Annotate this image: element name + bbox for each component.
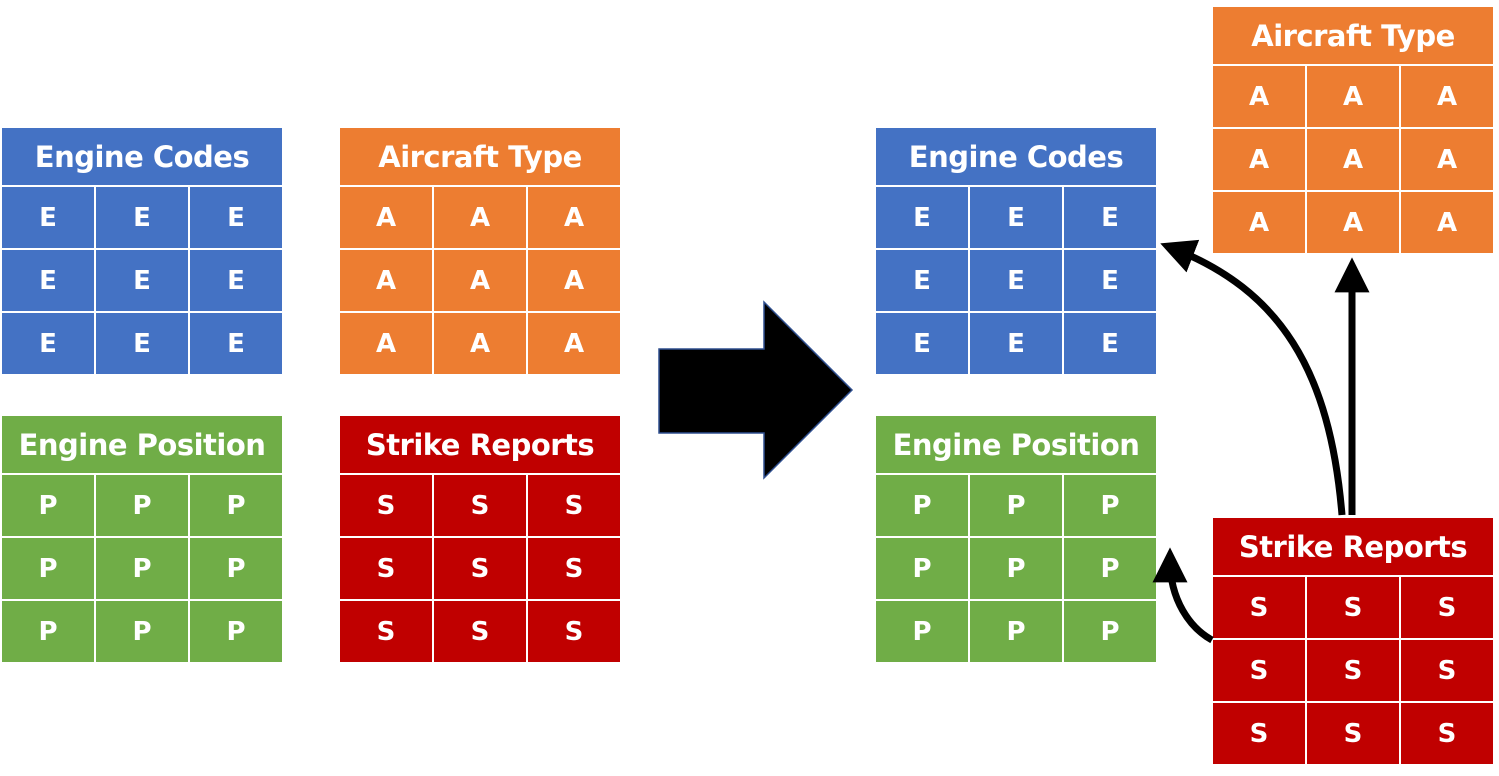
table-cell: E — [1064, 313, 1156, 374]
table-cell: P — [96, 475, 188, 536]
arrow-to-engine-position — [1152, 547, 1214, 644]
table-cell: S — [1213, 703, 1305, 764]
table-cell: E — [190, 187, 282, 248]
table-cell: S — [340, 538, 432, 599]
table-cell: P — [2, 475, 94, 536]
table-cell: E — [970, 250, 1062, 311]
transform-arrow — [658, 300, 854, 480]
table-cell: S — [1307, 577, 1399, 638]
table-cell: A — [340, 250, 432, 311]
table-title: Strike Reports — [1213, 518, 1493, 575]
table-cell: S — [1213, 577, 1305, 638]
table-cell: E — [2, 187, 94, 248]
table-cell: P — [1064, 538, 1156, 599]
table-cell: E — [970, 187, 1062, 248]
table-cell: S — [1307, 640, 1399, 701]
table-cell: P — [96, 538, 188, 599]
table-cell: P — [2, 601, 94, 662]
table-title: Engine Position — [2, 416, 282, 473]
table-cell: P — [970, 475, 1062, 536]
table-cell: A — [1401, 192, 1493, 253]
table-cell: P — [970, 601, 1062, 662]
table-cell: A — [1401, 66, 1493, 127]
table-cell: P — [876, 601, 968, 662]
table-cell: S — [340, 601, 432, 662]
table-title: Strike Reports — [340, 416, 620, 473]
table-cell: A — [528, 250, 620, 311]
table-cell: A — [1307, 66, 1399, 127]
table-cell: S — [528, 538, 620, 599]
table-title: Engine Codes — [876, 128, 1156, 185]
table-cell: S — [340, 475, 432, 536]
table-cell: A — [434, 187, 526, 248]
table-cell: S — [1307, 703, 1399, 764]
table-cell: S — [434, 475, 526, 536]
table-cell: A — [1401, 129, 1493, 190]
table-cell: A — [528, 187, 620, 248]
table-cell: E — [96, 250, 188, 311]
table-cell: S — [434, 601, 526, 662]
table-cell: A — [1307, 129, 1399, 190]
table-cell: E — [1064, 187, 1156, 248]
table-cell: P — [96, 601, 188, 662]
table-title: Engine Codes — [2, 128, 282, 185]
table-cell: A — [340, 313, 432, 374]
table-cell: P — [970, 538, 1062, 599]
table-cell: S — [528, 475, 620, 536]
table-cell: A — [434, 250, 526, 311]
table-cell: E — [96, 313, 188, 374]
table-title: Aircraft Type — [340, 128, 620, 185]
table-cell: S — [1401, 577, 1493, 638]
table-cell: E — [190, 313, 282, 374]
table-cell: E — [190, 250, 282, 311]
table-cell: E — [876, 313, 968, 374]
table-cell: E — [2, 313, 94, 374]
table-cell: S — [1401, 703, 1493, 764]
table-cell: E — [970, 313, 1062, 374]
table-cell: E — [2, 250, 94, 311]
table-cell: P — [1064, 475, 1156, 536]
table-cell: P — [190, 475, 282, 536]
table-cell: P — [190, 538, 282, 599]
table-title: Engine Position — [876, 416, 1156, 473]
table-cell: E — [96, 187, 188, 248]
arrow-to-engine-codes — [1160, 239, 1346, 516]
table-cell: A — [1213, 192, 1305, 253]
table-cell: A — [1213, 129, 1305, 190]
table-title: Aircraft Type — [1213, 7, 1493, 64]
table-cell: E — [876, 187, 968, 248]
table-cell: P — [2, 538, 94, 599]
table-cell: P — [190, 601, 282, 662]
table-cell: A — [1307, 192, 1399, 253]
table-cell: S — [1213, 640, 1305, 701]
table-cell: E — [1064, 250, 1156, 311]
table-cell: P — [1064, 601, 1156, 662]
table-cell: S — [528, 601, 620, 662]
table-cell: P — [876, 475, 968, 536]
table-cell: A — [434, 313, 526, 374]
table-cell: P — [876, 538, 968, 599]
table-cell: A — [528, 313, 620, 374]
table-cell: A — [340, 187, 432, 248]
table-cell: A — [1213, 66, 1305, 127]
table-cell: S — [434, 538, 526, 599]
table-cell: E — [876, 250, 968, 311]
table-cell: S — [1401, 640, 1493, 701]
